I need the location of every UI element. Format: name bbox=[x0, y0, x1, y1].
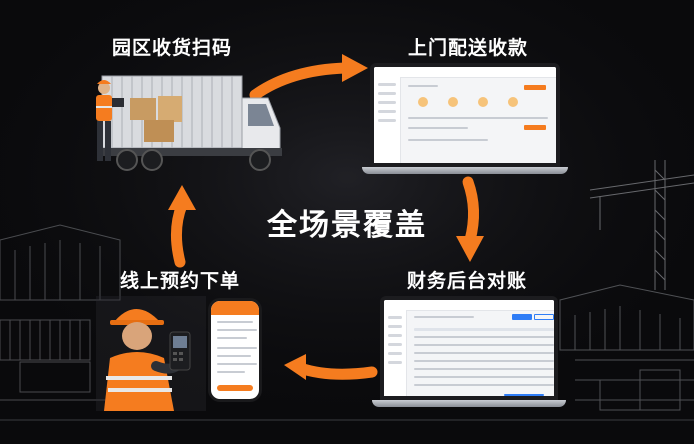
label-finance-reconciliation: 财务后台对账 bbox=[407, 270, 528, 292]
center-title: 全场景覆盖 bbox=[267, 208, 427, 243]
label-park-receiving-scan: 园区收货扫码 bbox=[112, 37, 233, 59]
worker-illustration bbox=[96, 296, 206, 411]
booking-phone bbox=[208, 298, 262, 402]
label-online-booking: 线上预约下单 bbox=[120, 270, 241, 292]
label-door-delivery-payment: 上门配送收款 bbox=[408, 37, 529, 59]
delivery-app-screen bbox=[370, 63, 560, 167]
truck-illustration bbox=[96, 75, 282, 171]
finance-app-screen bbox=[380, 296, 558, 400]
